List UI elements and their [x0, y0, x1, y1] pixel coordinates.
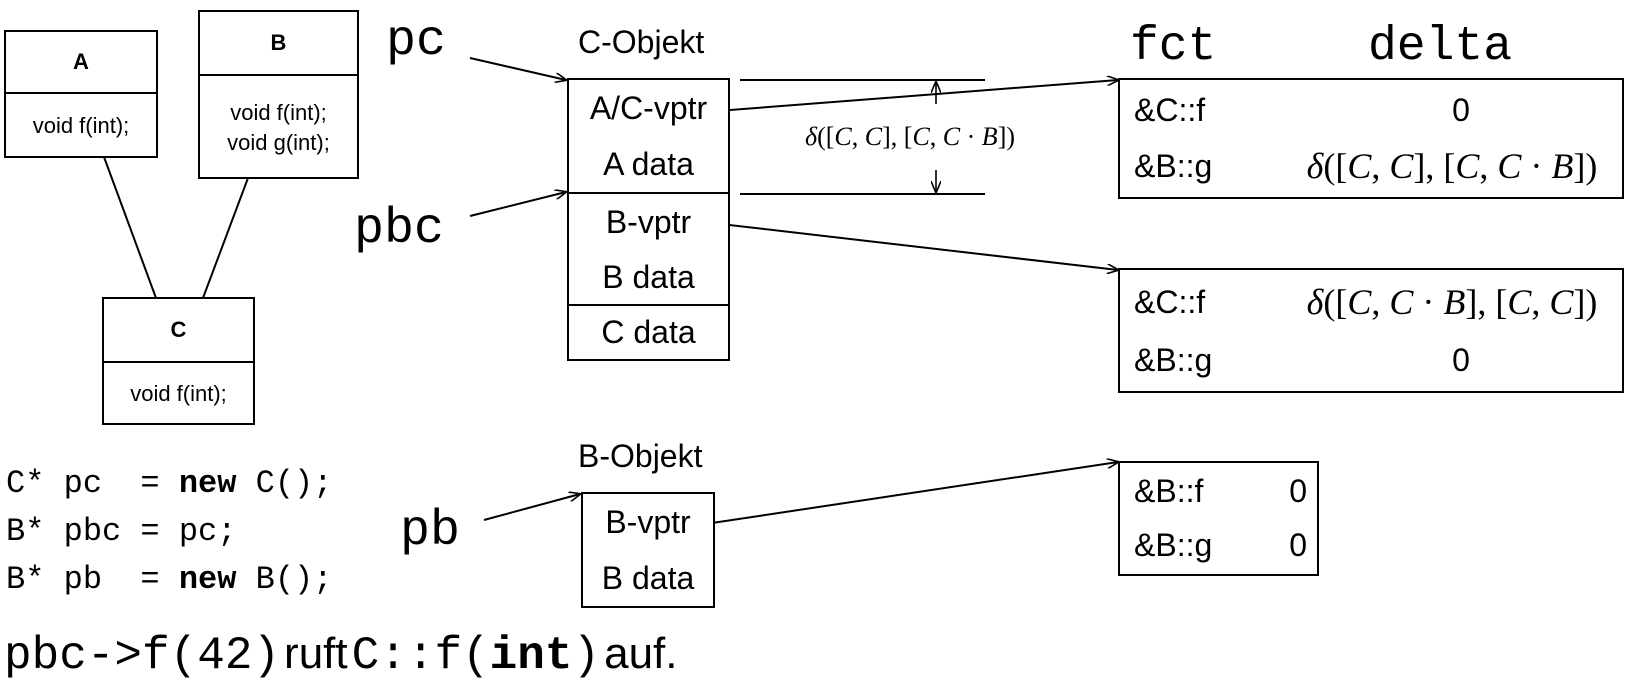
vtable-delta: 0 [1289, 527, 1307, 563]
c-object-title: C-Objekt [578, 24, 705, 60]
class-a-box: A void f(int); [4, 30, 158, 158]
c-object-row-b-data: B data [569, 250, 728, 306]
vtable-fct: &B::g [1134, 342, 1213, 378]
code-text: B* pb = [6, 561, 179, 598]
b-object-row-vptr: B-vptr [605, 503, 691, 540]
vtable-row: &B::g δ([C, C], [C, C · B]) [1120, 138, 1622, 194]
inheritance-line-a-c [103, 156, 157, 299]
statement-target-kw: int [489, 630, 573, 682]
c-object-box: A/C-vptr A data B-vptr B data C data [567, 78, 730, 361]
inheritance-line-b-c [202, 177, 249, 299]
b-object-title: B-Objekt [578, 438, 703, 474]
code-text: C(); [236, 465, 333, 502]
code-line-1: C* pc = new C(); [6, 464, 332, 503]
statement: pbc->f(42) ruft C::f(int) auf. [4, 626, 677, 685]
b-vptr-arrow [711, 222, 1118, 270]
class-b-box: B void f(int); void g(int); [198, 10, 359, 179]
pbc-arrow [469, 192, 566, 217]
offset-c3: C [912, 122, 930, 151]
vtable-delta: 0 [1452, 342, 1470, 378]
code-line-3: B* pb = new B(); [6, 560, 332, 599]
c-object-row-a-data: A data [569, 136, 728, 194]
offset-c4: C [942, 122, 961, 151]
vtable-fct: &B::g [1134, 148, 1213, 184]
b-object-box: B-vptr B data [581, 492, 715, 608]
vtable-c-in-c: &C::f 0 &B::g δ([C, C], [C, C · B]) [1118, 78, 1624, 199]
class-c-method: void f(int); [130, 381, 227, 406]
ac-vptr-arrow [729, 80, 1118, 111]
vtable-fct: &B::g [1134, 527, 1213, 563]
statement-end: auf. [604, 629, 678, 678]
offset-dot: · [966, 122, 976, 151]
pointer-label-pbc: pbc [354, 201, 445, 258]
pc-arrow [469, 57, 566, 80]
vtable-header-delta: delta [1368, 20, 1513, 74]
b-object-row-data: B data [601, 559, 695, 596]
c-object-row-ac-vptr: A/C-vptr [589, 89, 708, 126]
b-obj-vptr-arrow [711, 462, 1118, 524]
class-b-name: B [200, 12, 357, 76]
offset-c2: C [864, 122, 883, 151]
code-keyword: new [178, 465, 237, 502]
vtable-delta: δ([C, C · B], [C, C]) [1306, 282, 1598, 322]
c-object-row-c-data: C data [601, 314, 696, 350]
vtable-fct: &C::f [1134, 92, 1206, 128]
statement-verb: ruft [284, 629, 348, 678]
vtable-row: &B::g 0 [1120, 332, 1622, 388]
code-text: B* pbc = pc; [6, 513, 237, 550]
code-keyword: new [178, 561, 237, 598]
statement-call: pbc->f(42) [4, 630, 281, 682]
vtable-fct: &C::f [1134, 284, 1206, 320]
statement-target-post: ) [572, 630, 601, 682]
vtable-row: &B::g 0 [1120, 517, 1317, 573]
offset-c1: C [834, 122, 852, 151]
code-line-2: B* pbc = pc; [6, 512, 236, 551]
code-text: C* pc = [6, 465, 179, 502]
offset-delta: δ [805, 122, 818, 151]
class-c-box: C void f(int); [102, 297, 255, 425]
vtable-row: &B::f 0 [1120, 463, 1317, 519]
vtable-b: &B::f 0 &B::g 0 [1118, 461, 1319, 576]
pointer-label-pb: pb [400, 503, 461, 560]
vtable-delta: 0 [1452, 92, 1470, 128]
pointer-label-pc: pc [386, 13, 447, 70]
class-b-method: void g(int); [227, 129, 330, 155]
code-text: B(); [236, 561, 333, 598]
vtable-row: &C::f δ([C, C · B], [C, C]) [1120, 274, 1622, 330]
vtable-header-fct: fct [1130, 20, 1217, 74]
pb-arrow [483, 494, 580, 521]
class-a-method: void f(int); [32, 113, 130, 138]
vtable-row: &C::f 0 [1120, 82, 1622, 138]
vtable-fct: &B::f [1134, 473, 1204, 509]
offset-b: B [981, 122, 998, 151]
class-c-name: C [104, 299, 253, 363]
vtable-delta: δ([C, C], [C, C · B]) [1306, 146, 1598, 186]
class-a-name: A [6, 32, 156, 94]
vtable-b-in-c: &C::f δ([C, C · B], [C, C]) &B::g 0 [1118, 268, 1624, 393]
offset-label: δ([C, C], [C, C · B]) [805, 122, 1016, 151]
class-b-method: void f(int); [230, 99, 327, 125]
vtable-delta: 0 [1289, 473, 1307, 509]
c-object-row-b-vptr: B-vptr [605, 203, 692, 240]
statement-target-pre: C::f( [351, 630, 490, 682]
